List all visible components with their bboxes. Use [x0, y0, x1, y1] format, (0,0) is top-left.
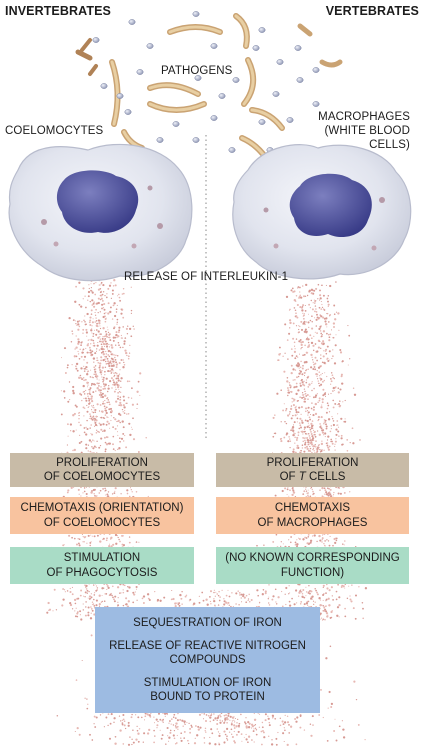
box-line: PROLIFERATION	[266, 456, 359, 469]
box-text-italic: T	[298, 471, 306, 483]
coelomocyte-cell	[8, 143, 193, 282]
release-interleukin-label: RELEASE OF INTERLEUKIN-1	[124, 271, 289, 283]
macrophage-cell	[232, 144, 412, 280]
box-line: STIMULATION	[63, 552, 141, 564]
invertebrates-header: INVERTEBRATES	[5, 4, 111, 18]
pathogen-bacteria	[75, 13, 343, 161]
box-line: (NO KNOWN CORRESPONDING	[225, 552, 400, 564]
box-line: PROLIFERATION	[56, 456, 148, 469]
box-line: COMPOUNDS	[169, 654, 246, 666]
box-line: OF T CELLS	[280, 470, 346, 485]
box-line: OF COELOMOCYTES	[43, 471, 161, 483]
box-line: CHEMOTAXIS	[274, 502, 351, 514]
chemotaxis-coelomocytes-box: CHEMOTAXIS (ORIENTATION) OF COELOMOCYTES	[10, 497, 194, 534]
box-line: OF MACROPHAGES	[257, 516, 368, 529]
pathogens-label: PATHOGENS	[161, 65, 233, 77]
box-line: RELEASE OF REACTIVE NITROGEN	[109, 640, 306, 652]
box-line: CHEMOTAXIS (ORIENTATION)	[20, 502, 184, 514]
phagocytosis-box: STIMULATION OF PHAGOCYTOSIS	[10, 547, 194, 584]
shared-functions-box: SEQUESTRATION OF IRON RELEASE OF REACTIV…	[95, 607, 320, 713]
box-line: SEQUESTRATION OF IRON	[133, 617, 282, 629]
proliferation-coelomocytes-box: PROLIFERATION OF COELOMOCYTES	[10, 453, 194, 487]
chemotaxis-macrophages-box: CHEMOTAXIS OF MACROPHAGES	[216, 497, 409, 534]
vertebrates-header: VERTEBRATES	[325, 4, 419, 18]
box-line: OF PHAGOCYTOSIS	[46, 566, 158, 579]
proliferation-t-cells-box: PROLIFERATION OF T CELLS	[216, 453, 409, 487]
macrophages-label: MACROPHAGES	[318, 111, 410, 123]
box-text: CELLS	[305, 471, 346, 483]
white-blood-label: (WHITE BLOOD	[324, 125, 410, 137]
box-text: OF	[279, 471, 299, 483]
coelomocytes-label: COELOMOCYTES	[5, 125, 104, 137]
box-line: STIMULATION OF IRON	[143, 677, 272, 689]
box-line: OF COELOMOCYTES	[43, 516, 161, 529]
box-line: FUNCTION)	[280, 566, 345, 579]
box-line: BOUND TO PROTEIN	[150, 691, 265, 703]
no-known-function-box: (NO KNOWN CORRESPONDING FUNCTION)	[216, 547, 409, 584]
cells-label: CELLS)	[369, 139, 410, 151]
